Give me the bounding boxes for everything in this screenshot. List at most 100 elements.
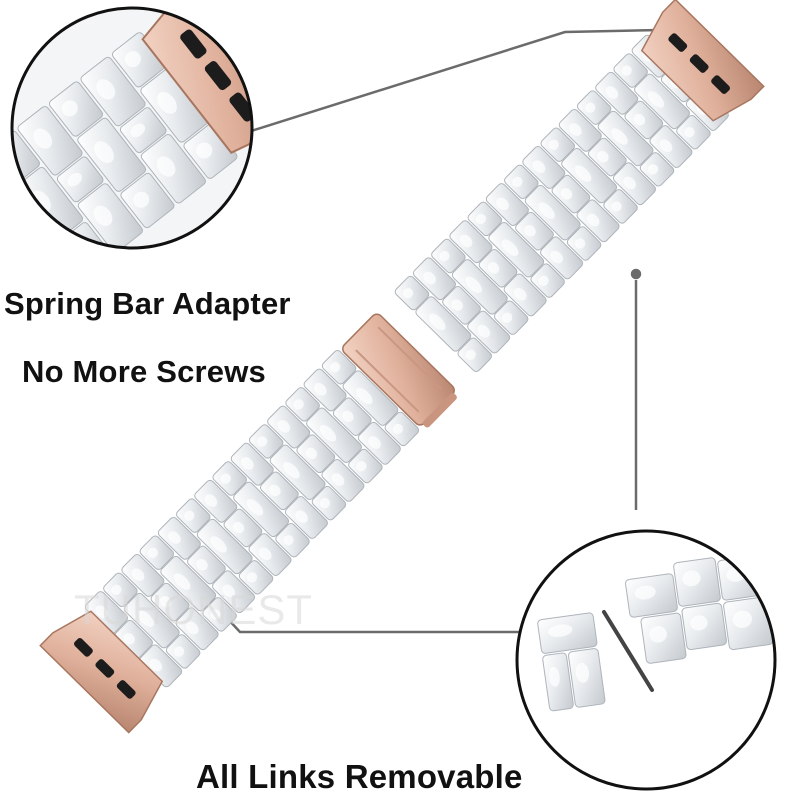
link-highlight [423,271,436,285]
link-highlight [621,65,632,76]
link-highlight [392,423,403,435]
link-highlight [246,499,264,516]
bottom-adapter [39,610,164,734]
watch-band [39,0,765,734]
link-highlight [305,447,318,460]
link-highlight [196,558,208,571]
link-highlight [137,610,154,627]
watermark: TUHONEST [74,586,313,633]
link-highlight [149,658,163,672]
link-highlight [269,484,281,497]
link-highlight [258,547,272,561]
link-highlight [597,150,609,163]
link-highlight [548,139,559,150]
link-highlight [70,240,87,248]
adapter-pin-slot [116,680,136,699]
link-highlight [368,436,381,449]
link-highlight [173,646,185,657]
link-highlight [586,213,600,227]
link-highlight [342,410,354,423]
link-highlight [532,160,546,174]
link-highlight [611,201,622,212]
link-highlight [123,633,135,645]
link-highlight [246,572,258,583]
link-highlight [451,299,463,311]
link-highlight [185,621,199,635]
link-highlight [319,424,337,442]
removed-link-right [625,554,774,664]
link-highlight [513,287,527,301]
link-highlight [575,662,590,683]
link-highlight [477,324,491,338]
link-highlight [184,510,195,521]
link-highlight [133,191,150,208]
link-highlight [124,51,141,68]
link-highlight [682,570,701,587]
link-highlight [147,547,158,558]
link-highlight [684,127,695,138]
link-highlight [95,605,108,619]
link-highlight [605,86,619,99]
link-highlight [173,573,191,590]
link-highlight [574,238,586,249]
link-highlight [538,275,549,286]
caption-all-links-removable: All Links Removable [196,758,523,795]
link-highlight [465,276,482,294]
link-highlight [574,165,592,182]
link-highlight [439,250,450,262]
link-highlight [355,387,373,405]
adapter-pin-slot [95,659,115,678]
link-highlight [512,176,523,188]
spring-bar-pin-icon [602,610,654,692]
link-highlight [548,666,560,687]
link-highlight [293,399,304,410]
adapter-pin-slot [74,638,93,657]
link-highlight [633,113,646,126]
link-highlight [402,288,414,299]
link-highlight [156,156,176,177]
caption-no-more-screws: No More Screws [22,354,266,389]
link-highlight [283,462,300,479]
band-link [12,216,21,248]
link-highlight [465,349,476,361]
link-highlight [659,139,673,153]
removed-link-left [537,612,606,712]
adapter-pin-slot [711,75,730,94]
link-highlight [295,510,308,524]
link-highlight [331,473,345,486]
link-highlight [283,535,294,546]
link-highlight [27,251,54,279]
link-highlight [94,141,114,164]
link-highlight [157,92,177,114]
butterfly-clasp-icon [342,313,457,428]
link-highlight [502,312,513,323]
link-highlight [159,596,172,608]
link-highlight [220,473,231,484]
link-highlight [204,494,218,507]
link-highlight [131,568,145,581]
link-highlight [501,239,519,256]
link-highlight [111,584,122,596]
link-highlight [257,436,268,447]
link-highlight [210,536,227,553]
link-highlight [196,142,213,159]
link-highlight [569,123,582,136]
link-highlight [647,91,665,108]
link-highlight [168,531,181,544]
link-highlight [222,584,236,598]
link-highlight [496,197,509,211]
link-highlight [61,100,78,117]
link-highlight [67,172,83,187]
link-highlight [690,615,708,631]
link-highlight [356,460,367,472]
link-highlight [210,609,221,620]
link-highlight [12,222,19,236]
link-highlight [96,79,116,100]
band-link [12,205,41,248]
link-highlight [550,250,564,264]
link-highlight [329,362,341,373]
link-highlight [732,610,752,628]
link-highlight [313,382,327,396]
link-highlight [459,234,473,248]
